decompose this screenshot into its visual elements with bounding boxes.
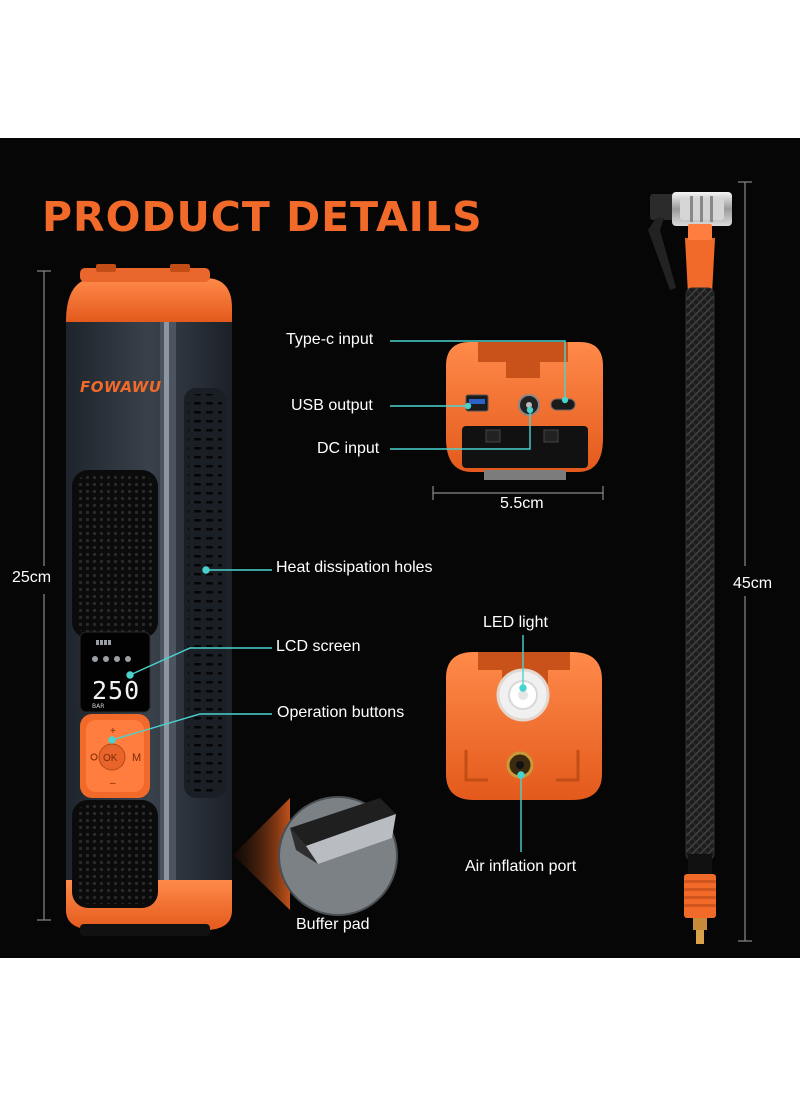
- label-port-width: 5.5cm: [500, 495, 544, 512]
- product-illustration: FOWAWU 250 BAR OK M + –: [37, 181, 752, 944]
- pump-body: FOWAWU 250 BAR OK M + –: [66, 264, 232, 936]
- bottom-view-led: [446, 652, 602, 800]
- top-view-ports: [446, 342, 603, 480]
- mode-button-label: M: [132, 752, 141, 764]
- leader-lines: [108, 340, 569, 852]
- svg-text:+: +: [110, 726, 116, 737]
- label-usb-output: USB output: [291, 397, 373, 414]
- label-heat-dissipation: Heat dissipation holes: [276, 559, 433, 576]
- label-lcd-screen: LCD screen: [276, 638, 361, 655]
- height-dimension-line: [37, 270, 51, 921]
- ok-button-label: OK: [103, 753, 118, 764]
- buffer-pad-callout: [233, 796, 398, 916]
- product-details-panel: FOWAWU 250 BAR OK M + –: [0, 138, 800, 958]
- hose: [648, 192, 732, 944]
- label-operation-buttons: Operation buttons: [277, 704, 405, 721]
- label-air-inflation-port: Air inflation port: [465, 858, 577, 875]
- lcd-unit: BAR: [92, 703, 104, 710]
- lcd-value: 250: [92, 676, 140, 705]
- brand-logo: FOWAWU: [80, 378, 162, 396]
- label-hose-length: 45cm: [733, 575, 773, 592]
- label-led-light: LED light: [483, 614, 548, 631]
- label-dc-input: DC input: [317, 440, 380, 457]
- svg-text:–: –: [110, 778, 116, 789]
- hose-dimension-line: [738, 181, 752, 942]
- page-title: PRODUCT DETAILS: [42, 193, 483, 241]
- label-height: 25cm: [12, 569, 52, 586]
- label-buffer-pad: Buffer pad: [296, 916, 370, 933]
- width-dimension-line: [432, 486, 604, 500]
- label-type-c-input: Type-c input: [286, 331, 374, 348]
